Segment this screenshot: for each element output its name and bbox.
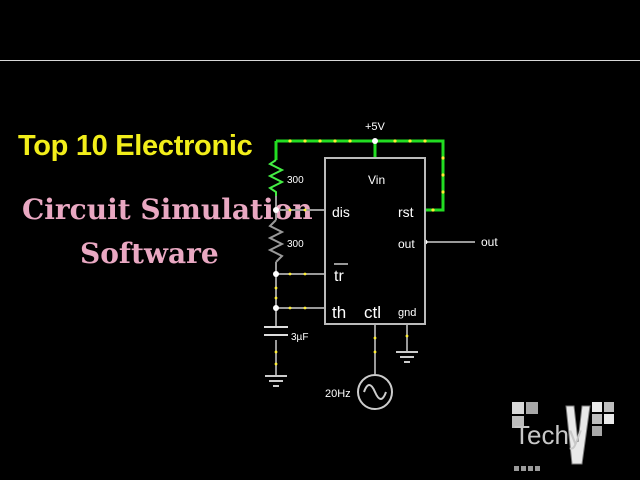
pin-tr: tr — [334, 268, 344, 285]
resistor-1-icon — [267, 159, 285, 196]
yellow-wire-dots — [274, 208, 409, 366]
ground-icon — [265, 375, 287, 387]
wire-dots — [288, 139, 445, 212]
pin-gnd: gnd — [398, 307, 416, 319]
timer-chip — [324, 157, 426, 325]
title-line-2: Circuit Simulation — [22, 193, 313, 226]
pin-rst: rst — [398, 204, 414, 220]
logo: Techy — [508, 398, 620, 476]
title-line-3: Software — [80, 237, 219, 270]
resistor-2-label: 300 — [287, 239, 304, 250]
divider-line — [0, 60, 640, 61]
ground-icon — [396, 351, 418, 363]
source-label: 20Hz — [325, 388, 351, 400]
capacitor-icon — [264, 326, 288, 336]
ac-source-icon — [357, 374, 393, 410]
gray-wires — [275, 196, 475, 376]
resistor-1-label: 300 — [287, 175, 304, 186]
pin-vin: Vin — [368, 173, 385, 187]
pin-th: th — [332, 303, 346, 322]
pin-dis: dis — [332, 204, 350, 220]
pin-ctl: ctl — [364, 303, 381, 322]
output-label: out — [481, 235, 498, 249]
logo-mark — [512, 402, 614, 471]
supply-label: +5V — [365, 121, 386, 133]
title-line-1: Top 10 Electronic — [18, 130, 253, 162]
logo-text: Techy — [514, 420, 582, 450]
resistor-2-icon — [267, 219, 285, 263]
pin-out: out — [398, 237, 415, 251]
capacitor-label: 3µF — [291, 332, 308, 343]
